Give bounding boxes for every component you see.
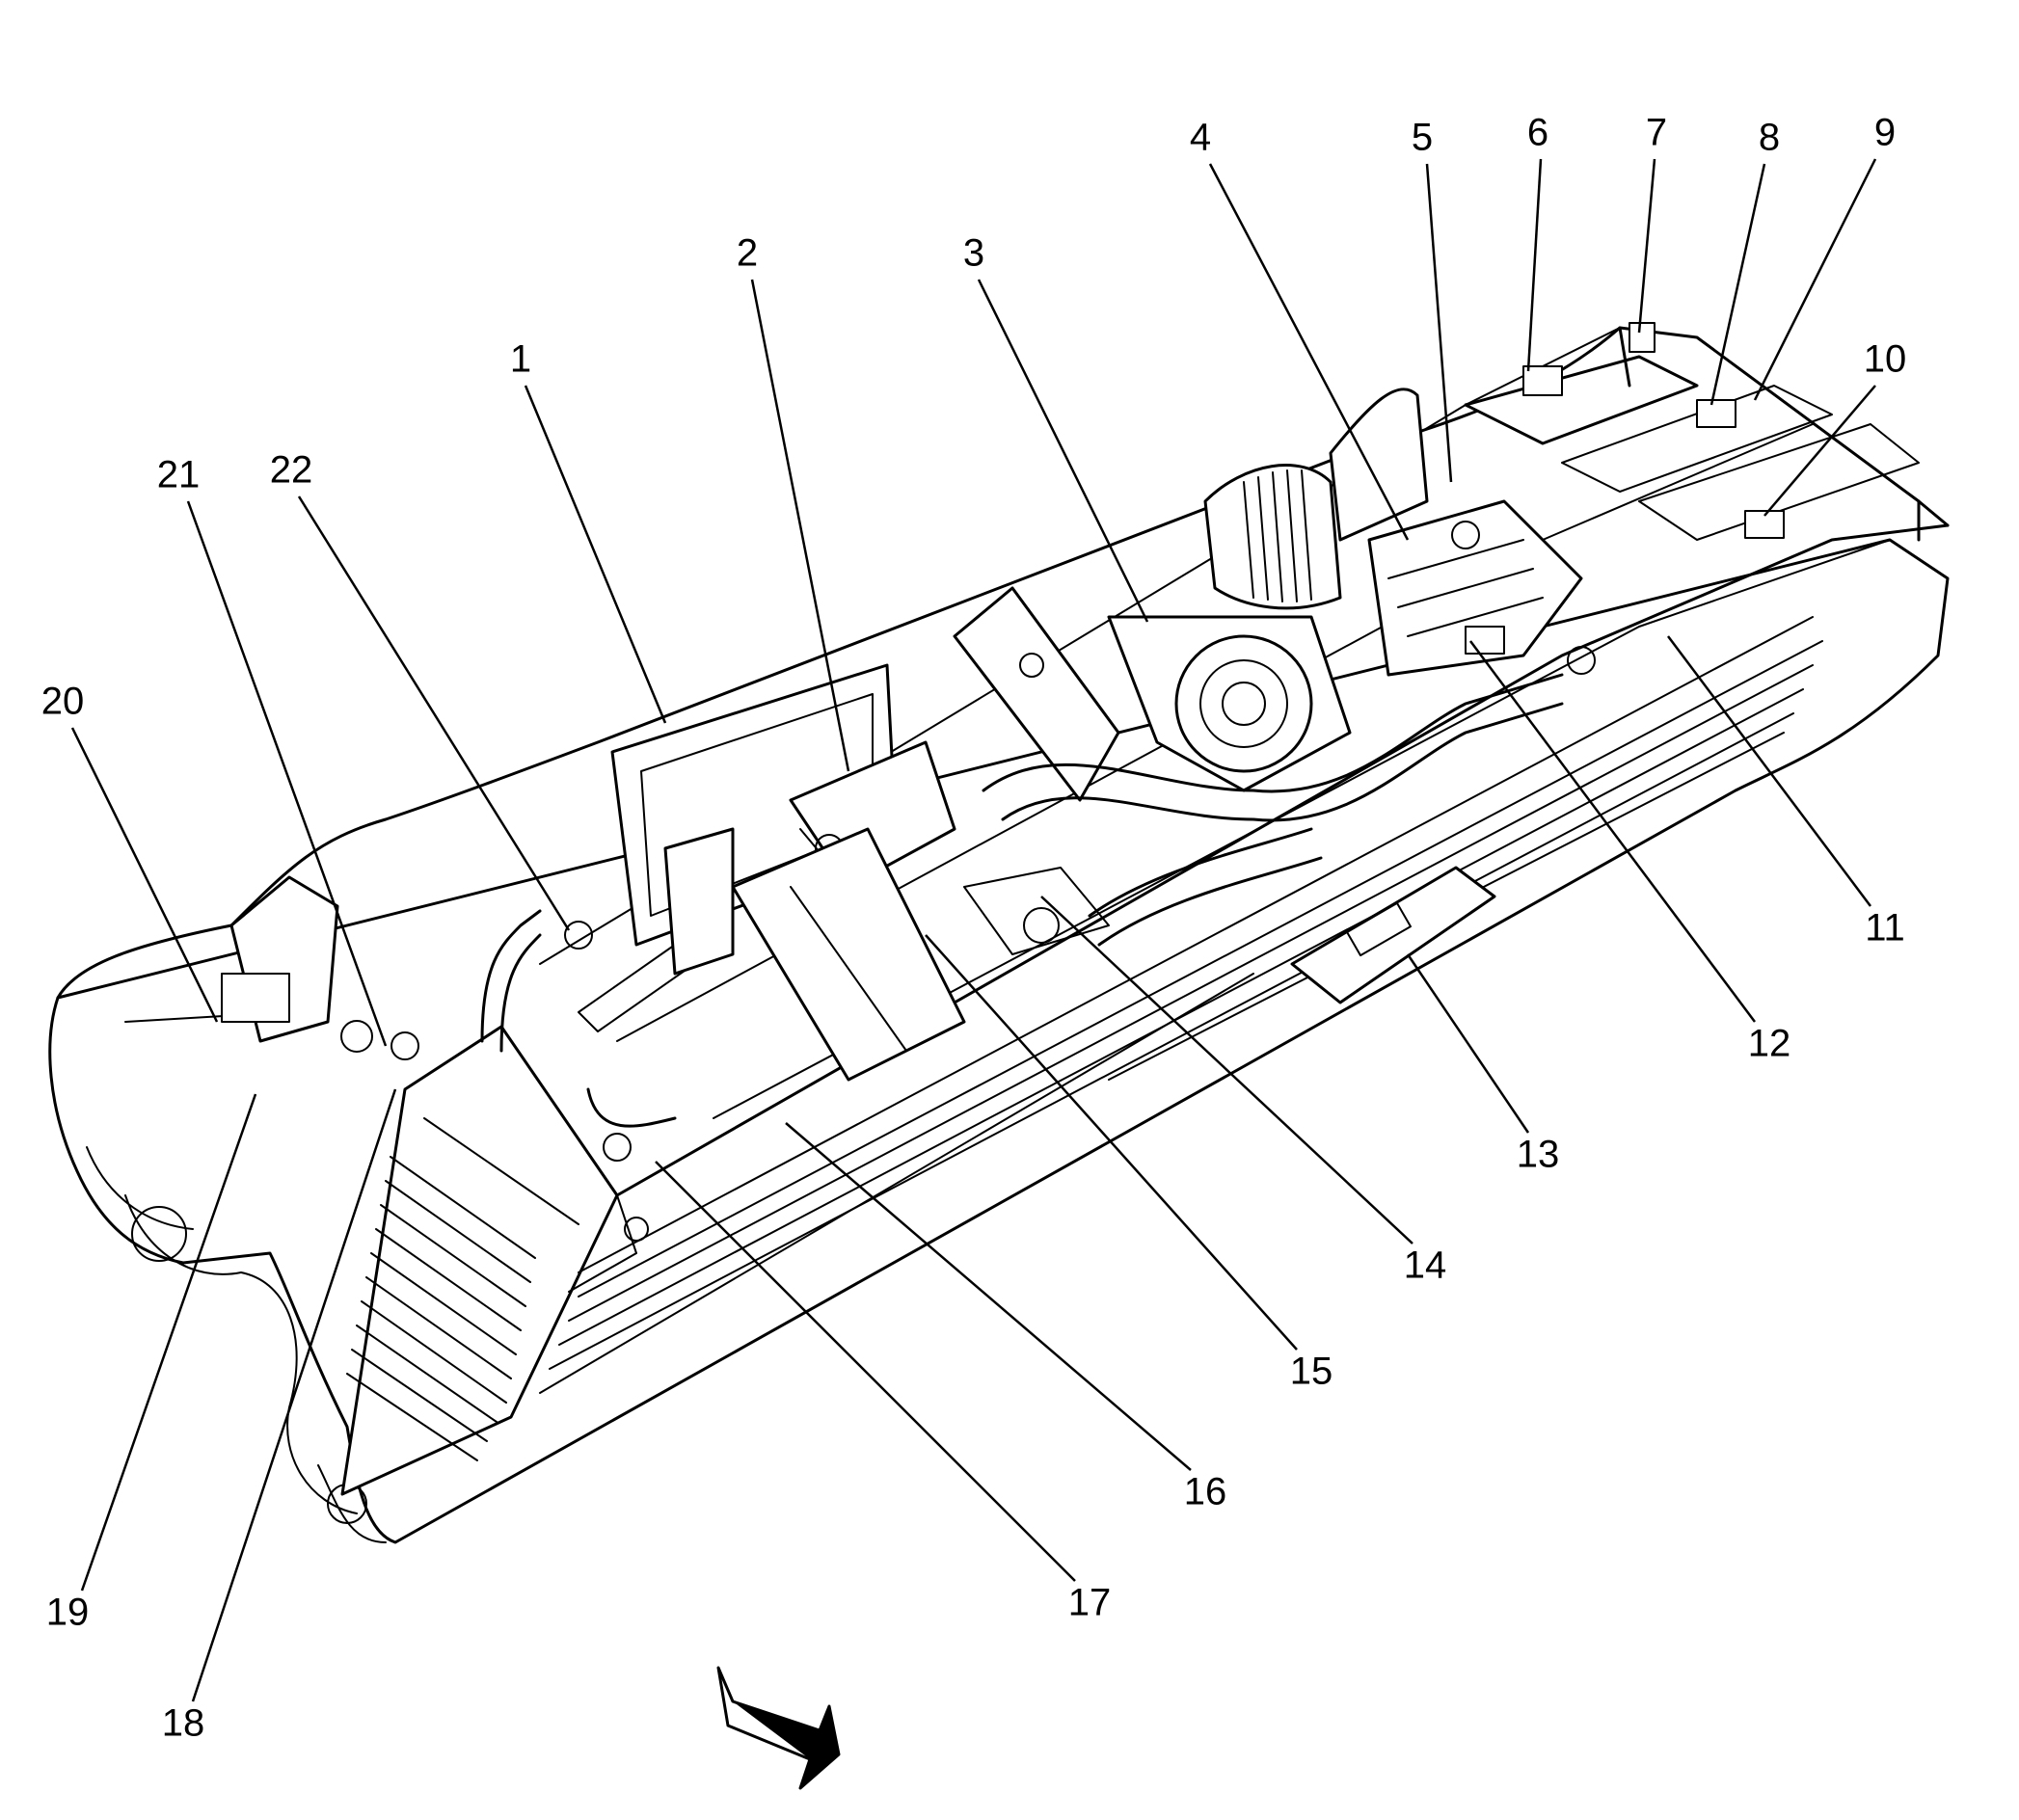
callout-4: 4 [1190, 117, 1410, 541]
callout-label: 3 [963, 232, 984, 275]
callout-8: 8 [1709, 117, 1780, 406]
callout-leader-line [1208, 163, 1410, 541]
callout-label: 20 [41, 681, 85, 723]
callout-leader-line [1667, 635, 1871, 907]
callout-label: 22 [270, 449, 313, 492]
callout-6: 6 [1526, 112, 1548, 372]
callout-14: 14 [1040, 896, 1447, 1287]
callout-3: 3 [963, 232, 1149, 623]
callout-leader-line [750, 279, 850, 772]
callout-leader-line [1406, 953, 1530, 1134]
callout-leader-line [785, 1122, 1192, 1471]
callout-label: 5 [1412, 117, 1433, 159]
grille-panel [340, 1025, 619, 1496]
callout-9: 9 [1753, 112, 1896, 401]
callout-5: 5 [1412, 117, 1453, 483]
callout-leader-line [1763, 385, 1876, 517]
ribbed-side [539, 523, 1950, 1394]
callout-20: 20 [41, 681, 219, 1023]
callout-18: 18 [162, 1088, 397, 1745]
callout-13: 13 [1406, 953, 1560, 1176]
callout-label: 18 [162, 1702, 205, 1745]
callout-leader-line [1637, 158, 1656, 334]
callout-17: 17 [655, 1161, 1112, 1624]
callout-1: 1 [510, 338, 667, 724]
callout-leader-line [80, 1093, 257, 1592]
callout-leader-line [191, 1088, 397, 1702]
callout-label: 4 [1190, 117, 1211, 159]
callout-label: 7 [1646, 112, 1667, 154]
callout-label: 1 [510, 338, 531, 381]
direction-arrow-icon [716, 1666, 841, 1790]
callout-leader-line [297, 495, 571, 931]
callout-label: 16 [1184, 1471, 1227, 1513]
callout-11: 11 [1667, 635, 1905, 950]
callout-12: 12 [1468, 640, 1791, 1065]
callout-label: 19 [46, 1592, 90, 1634]
callout-leader-line [1709, 163, 1766, 406]
callout-label: 21 [157, 454, 201, 496]
callout-10: 10 [1763, 338, 1907, 517]
callout-leader-line [1753, 158, 1877, 401]
callout-leader-line [1526, 158, 1543, 372]
callout-22: 22 [270, 449, 571, 931]
callout-label: 12 [1748, 1023, 1791, 1065]
callout-label: 9 [1874, 112, 1896, 154]
callout-16: 16 [785, 1122, 1227, 1513]
callout-leader-line [186, 500, 388, 1047]
callout-label: 17 [1068, 1582, 1112, 1624]
callout-21: 21 [157, 454, 388, 1047]
callout-label: 6 [1527, 112, 1548, 154]
callout-leader-line [925, 934, 1298, 1351]
callout-label: 11 [1865, 907, 1905, 950]
callout-label: 14 [1404, 1245, 1447, 1287]
callout-label: 13 [1517, 1134, 1560, 1176]
callout-leader-line [977, 279, 1149, 623]
callout-7: 7 [1637, 112, 1667, 334]
callout-leader-line [655, 1161, 1076, 1582]
callout-19: 19 [46, 1093, 257, 1634]
callout-leader-line [1425, 163, 1453, 483]
callout-15: 15 [925, 934, 1333, 1393]
callout-leader-line [524, 385, 667, 724]
callout-label: 2 [737, 232, 758, 275]
callout-leader-line [1040, 896, 1413, 1245]
callout-2: 2 [737, 232, 850, 772]
inner-components [221, 322, 1921, 1242]
callout-label: 15 [1290, 1351, 1333, 1393]
callout-label: 8 [1759, 117, 1780, 159]
callout-leader-line [70, 727, 219, 1023]
callout-label: 10 [1864, 338, 1907, 381]
callout-leader-line [1468, 640, 1757, 1023]
